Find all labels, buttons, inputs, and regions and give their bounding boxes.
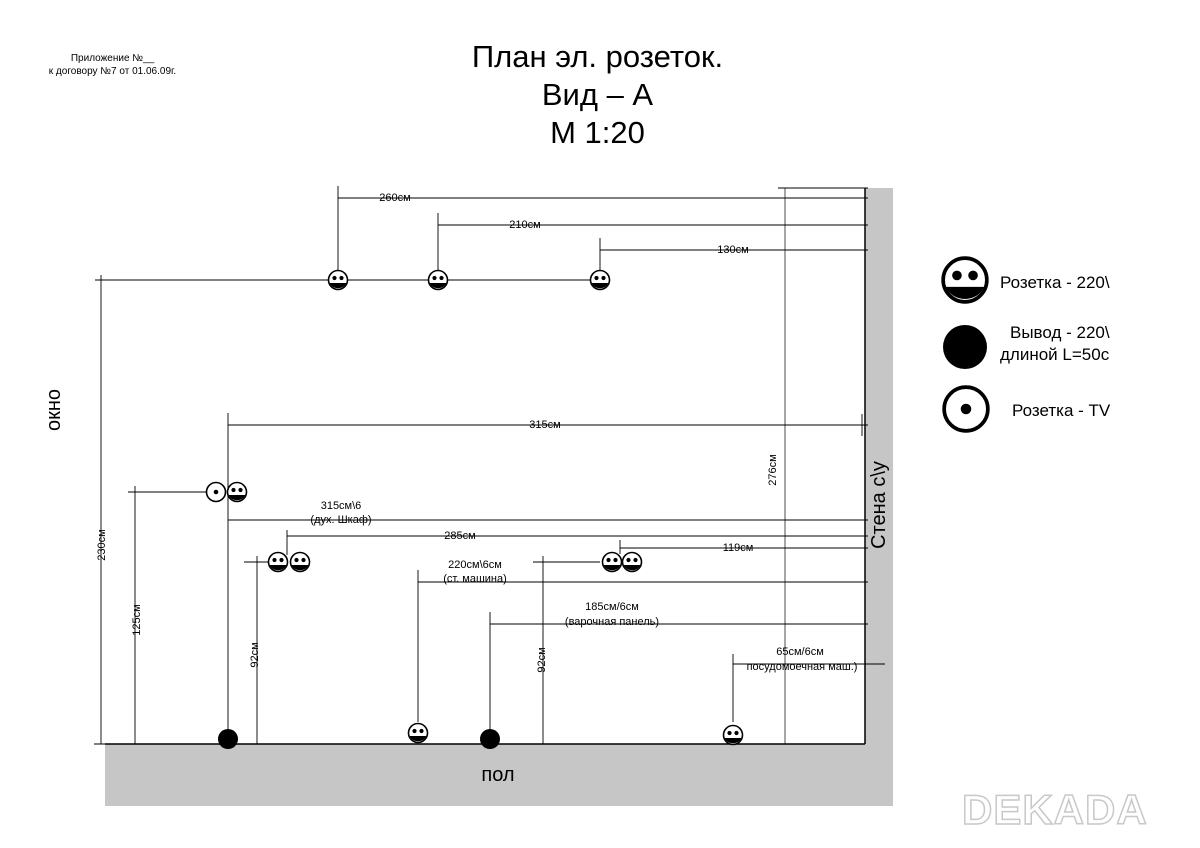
- dim-185-note: (варочная панель): [565, 616, 659, 628]
- dim-285: 285см: [444, 530, 475, 542]
- socket-220v-icon: [407, 722, 429, 744]
- title-line-1: План эл. розеток.: [471, 39, 724, 74]
- outlet-220v-icon: [218, 729, 238, 749]
- watermark-logo: DEKADA: [961, 785, 1148, 834]
- page-title: План эл. розеток. Вид – А М 1:20: [380, 38, 815, 152]
- legend: Розетка - 220\ Вывод - 220\ длиной L=50с…: [941, 256, 1111, 433]
- dim-315: 315см: [529, 419, 560, 431]
- dim-210: 210см: [509, 219, 540, 231]
- dim-65-note: посудомоечная маш.): [747, 661, 858, 673]
- dim-119: 119см: [723, 542, 754, 554]
- socket-220v-icon: [267, 551, 289, 573]
- socket-220v-icon: [226, 481, 248, 503]
- dim-v-92-left: 92см: [249, 642, 261, 667]
- floor-slab: [105, 744, 893, 806]
- legend-outlet-icon: [943, 325, 987, 369]
- legend-crop: [1128, 250, 1200, 450]
- sockets: [205, 269, 744, 749]
- socket-220v-icon: [601, 551, 623, 573]
- legend-socket-label: Розетка - 220\: [1000, 273, 1110, 292]
- socket-220v-icon: [289, 551, 311, 573]
- dimension-labels: 260см 210см 130см 315см 315см\6 (дух. Шк…: [96, 192, 857, 673]
- tv-socket-icon: [205, 481, 227, 503]
- socket-220v-icon: [621, 551, 643, 573]
- attachment-line-2: к договору №7 от 01.06.09г.: [48, 66, 177, 77]
- attachment-line-1: Приложение №__: [70, 53, 155, 64]
- wall-label: Стена с\у: [868, 461, 890, 549]
- dim-v-276: 276см: [767, 454, 779, 485]
- outlet-220v-icon: [480, 729, 500, 749]
- socket-220v-icon: [427, 269, 449, 291]
- dim-315-oven-note: (дух. Шкаф): [310, 514, 371, 526]
- legend-tv-icon: [942, 385, 990, 433]
- socket-220v-icon: [722, 724, 744, 746]
- side-wall: [865, 188, 893, 806]
- socket-220v-icon: [589, 269, 611, 291]
- title-line-2: Вид – А: [541, 77, 654, 112]
- dim-220: 220см\6см: [448, 559, 502, 571]
- legend-outlet-label-2: длиной L=50с: [1000, 345, 1110, 364]
- dim-v-125: 125см: [131, 604, 143, 635]
- attachment-note: Приложение №__ к договору №7 от 01.06.09…: [30, 52, 195, 78]
- dim-220-note: (ст. машина): [443, 573, 507, 585]
- dim-185: 185см/6см: [585, 601, 639, 613]
- window-label: окно: [43, 389, 65, 431]
- dim-65: 65см/6см: [776, 646, 824, 658]
- dim-v-92-right: 92см: [536, 647, 548, 672]
- title-line-3: М 1:20: [550, 115, 645, 150]
- dim-v-230: 230см: [96, 529, 108, 560]
- legend-tv-label: Розетка - TV: [1012, 401, 1111, 420]
- legend-outlet-label-1: Вывод - 220\: [1010, 323, 1110, 342]
- dimension-lines: [94, 186, 885, 745]
- dim-260: 260см: [379, 192, 410, 204]
- floor-label: пол: [481, 764, 514, 786]
- walls: [105, 188, 893, 806]
- socket-220v-icon: [327, 269, 349, 291]
- dim-315-oven: 315см\6: [321, 500, 362, 512]
- legend-socket-icon: [941, 256, 989, 304]
- dim-130: 130см: [717, 244, 748, 256]
